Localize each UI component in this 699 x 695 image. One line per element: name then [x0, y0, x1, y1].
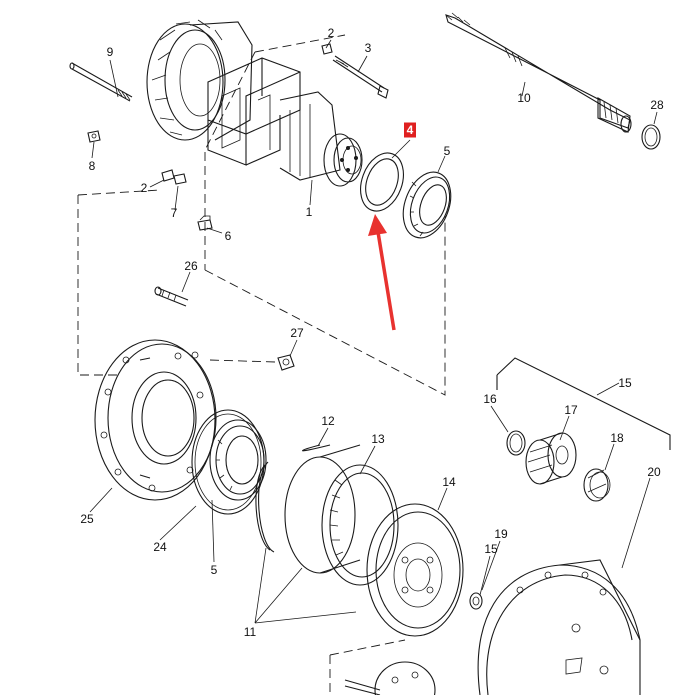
- callout-label-c9: 9: [107, 45, 114, 59]
- bearing-5-top: [402, 171, 452, 239]
- bolt-3: [332, 55, 389, 99]
- leader-lines: [89, 39, 658, 624]
- callout-label-c11: 11: [244, 625, 257, 639]
- plug-8: [87, 130, 101, 143]
- callout-label-c27: 27: [290, 326, 304, 340]
- final-drive-housing: [146, 19, 363, 187]
- callout-label-c13: 13: [371, 432, 385, 446]
- axle-shaft-10: [445, 12, 632, 133]
- bearing-18: [583, 468, 611, 502]
- callout-label-c12: 12: [321, 414, 335, 428]
- callout-highlight-box: [404, 122, 416, 138]
- callout-label-c25: 25: [80, 512, 94, 526]
- planet-gear-group-15: [496, 357, 671, 450]
- callout-label-c15b: 15: [484, 542, 498, 556]
- callout-label-c1: 1: [306, 205, 313, 219]
- stud-26: [154, 286, 189, 307]
- callout-label-c14: 14: [442, 475, 456, 489]
- callout-label-c3: 3: [365, 41, 372, 55]
- callout-label-c19: 19: [494, 527, 508, 541]
- washer-19-15: [469, 592, 483, 610]
- callout-label-c20: 20: [647, 465, 661, 479]
- wheel-hub-25: [94, 339, 217, 501]
- stud-bolt-9: [69, 62, 133, 102]
- highlight-arrow: [368, 214, 396, 331]
- callout-label-c8: 8: [89, 159, 96, 173]
- callout-label-c2b: 2: [141, 181, 148, 195]
- callout-label-c28: 28: [650, 98, 664, 112]
- callout-label-c16: 16: [483, 392, 497, 406]
- callout-label-c17: 17: [564, 403, 578, 417]
- snap-ring-28: [641, 124, 661, 150]
- callout-label-c15a: 15: [618, 376, 632, 390]
- assembly-dashed-outline: [77, 34, 446, 695]
- seal-4: [360, 152, 404, 212]
- bearing-5-lower: [209, 419, 267, 501]
- nut-27: [277, 354, 295, 371]
- lower-hub-fragment: [344, 661, 436, 695]
- snap-ring-12: [302, 444, 331, 452]
- callout-label-c5a: 5: [444, 144, 451, 158]
- callout-label-c26: 26: [184, 259, 198, 273]
- carrier-gear-14: [366, 503, 464, 637]
- nut-2-top: [321, 43, 333, 55]
- planet-gear-17: [525, 432, 577, 485]
- callout-label-c5b: 5: [211, 563, 218, 577]
- planet-carrier-cover-20: [477, 559, 641, 695]
- callout-label-c4: 4: [407, 123, 414, 137]
- ring-gear-13: [284, 444, 399, 586]
- snap-ring-16: [506, 430, 526, 456]
- callout-label-c18: 18: [610, 431, 624, 445]
- callout-label-c10: 10: [517, 91, 531, 105]
- retaining-rings-11: [255, 461, 275, 553]
- callout-label-c7: 7: [171, 206, 178, 220]
- callout-label-c2a: 2: [328, 26, 335, 40]
- plug-6: [197, 215, 213, 231]
- callout-label-c24: 24: [153, 540, 167, 554]
- callout-label-c6: 6: [225, 229, 232, 243]
- nut-washer-2-7: [161, 169, 187, 185]
